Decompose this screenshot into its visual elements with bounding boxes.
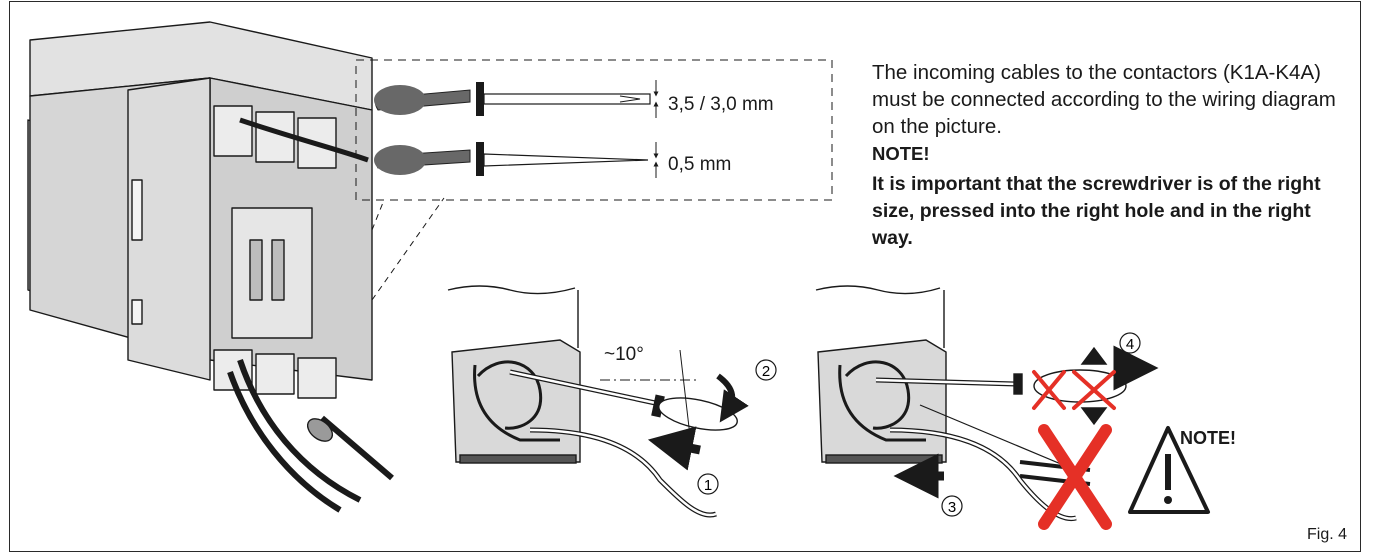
- down-arrow-icon: [1080, 407, 1108, 426]
- step-3-marker: 3: [941, 495, 963, 517]
- figure-frame: [9, 1, 1361, 552]
- svg-text:2: 2: [762, 363, 770, 380]
- figure-label: Fig. 4: [1306, 526, 1347, 543]
- large-blade-size: 3,5 / 3,0 mm: [668, 94, 774, 115]
- wrong-way-diagram: [815, 285, 1159, 522]
- small-blade-size: 0,5 mm: [668, 154, 731, 175]
- svg-text:4: 4: [1126, 336, 1134, 353]
- svg-text:1: 1: [704, 477, 712, 494]
- push-arrow-icon: [647, 426, 701, 471]
- error-cross-icon: [1038, 424, 1112, 530]
- intro-paragraph: The incoming cables to the contactors (K…: [872, 61, 1336, 138]
- rotate-arrow-icon: [716, 373, 749, 423]
- screwdriver-spec-box: 3,5 / 3,0 mm 0,5 mm: [355, 59, 833, 201]
- svg-text:3: 3: [948, 499, 956, 516]
- error-cross-icon: [1032, 370, 1066, 410]
- callout-lines: [371, 197, 445, 301]
- up-arrow-icon: [1080, 346, 1108, 365]
- step-2-marker: 2: [755, 359, 777, 381]
- angle-label: ~10°: [604, 344, 644, 365]
- step-1-marker: 1: [697, 473, 719, 495]
- contactor-illustration: [27, 21, 394, 513]
- warning-label: NOTE!: [1180, 428, 1236, 448]
- step-4-marker: 4: [1119, 332, 1141, 354]
- insertion-diagram: [447, 285, 749, 518]
- note-heading: NOTE!: [872, 143, 930, 164]
- large-screwdriver-icon: [374, 80, 659, 118]
- warning-triangle-icon: [1128, 426, 1210, 514]
- error-cross-icon: [1072, 370, 1116, 410]
- small-screwdriver-icon: [374, 142, 659, 178]
- note-paragraph: It is important that the screwdriver is …: [872, 173, 1321, 249]
